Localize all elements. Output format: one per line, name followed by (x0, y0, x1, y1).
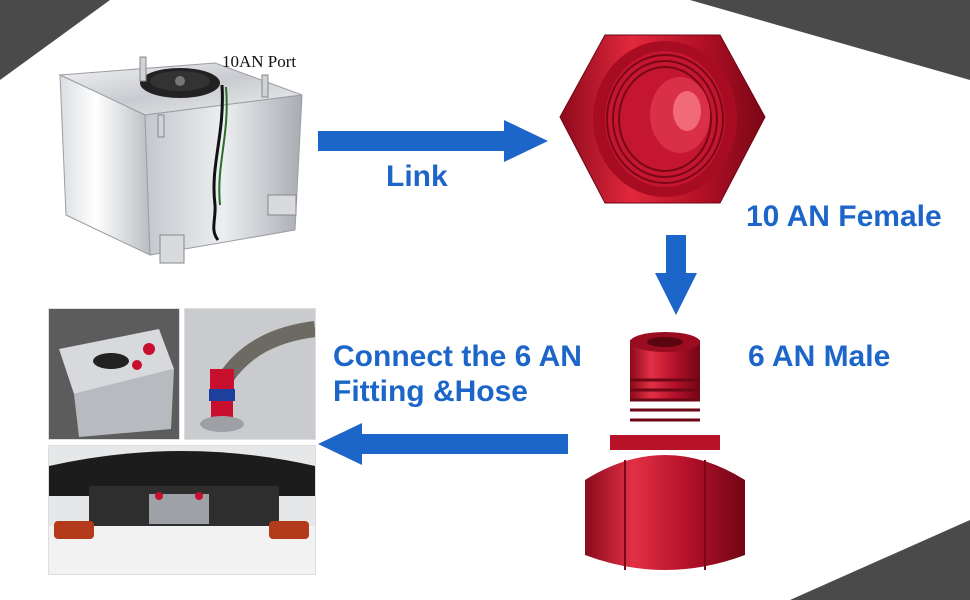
female-fitting-image (559, 34, 766, 204)
trunk-install-photo (48, 445, 316, 575)
arrow-down-icon (655, 235, 697, 315)
male-fitting-image (585, 332, 745, 570)
arrow-right-icon (318, 120, 548, 162)
fuel-tank-image (58, 56, 303, 264)
top-left-corner (0, 0, 110, 80)
connect-label-line2: Fitting &Hose (333, 375, 528, 408)
top-right-corner (690, 0, 970, 80)
male-label: 6 AN Male (748, 340, 891, 373)
female-label: 10 AN Female (746, 200, 942, 233)
link-label: Link (386, 160, 448, 193)
arrow-left-icon (318, 423, 568, 465)
connect-label-line1: Connect the 6 AN (333, 340, 582, 373)
installed-tank-photo (48, 308, 180, 440)
hose-fitting-photo (184, 308, 316, 440)
port-label: 10AN Port (222, 52, 297, 71)
bottom-right-corner (790, 520, 970, 600)
